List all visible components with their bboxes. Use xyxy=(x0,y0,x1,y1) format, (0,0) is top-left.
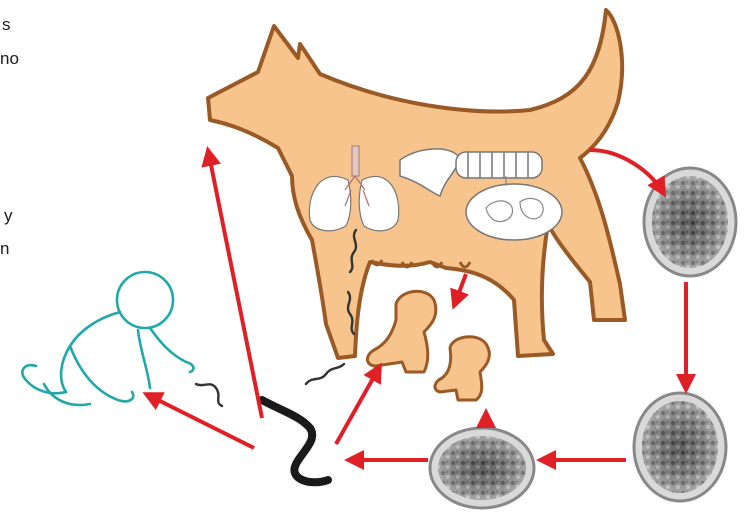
arrow-larva-to-puppy xyxy=(336,366,380,444)
egg-stage-3 xyxy=(430,428,534,508)
small-larva-near-infant xyxy=(196,384,222,406)
egg-stage-2 xyxy=(634,393,726,501)
larva-worm-icon xyxy=(262,400,328,482)
arrow-dog-to-puppies xyxy=(454,274,466,306)
arrow-larva-to-dog xyxy=(208,150,262,418)
crawling-infant-icon xyxy=(22,272,193,405)
puppies-icon xyxy=(367,291,489,400)
arrow-larva-to-infant xyxy=(146,394,254,448)
intestine-icon xyxy=(456,152,542,178)
